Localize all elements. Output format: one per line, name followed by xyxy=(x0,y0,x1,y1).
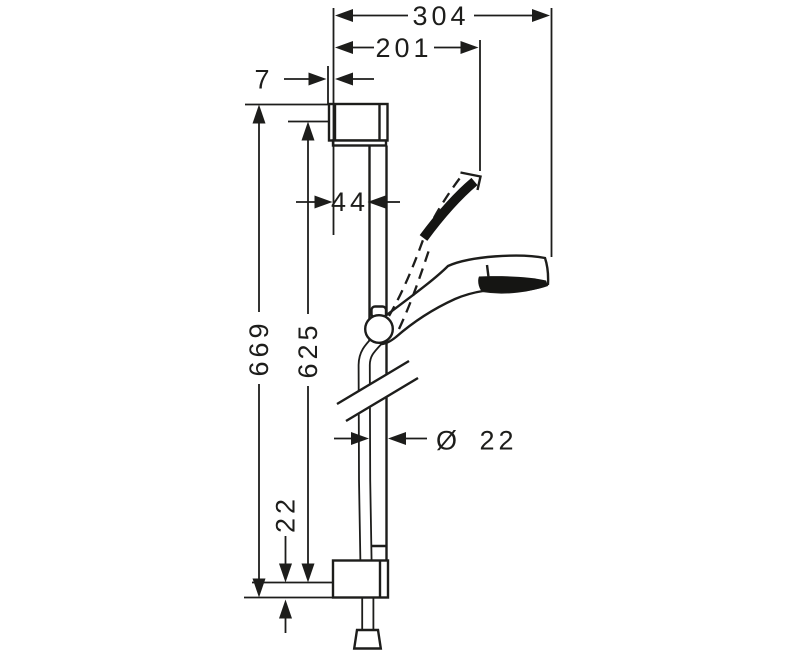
dim-label-7: 7 xyxy=(254,65,273,95)
holder-knob xyxy=(364,314,395,345)
hand-shower-holder xyxy=(364,305,395,345)
raised-spray-face xyxy=(419,177,478,241)
raised-outline-inner xyxy=(397,249,431,330)
dim-height-669: 669 xyxy=(244,104,274,598)
head-joint-line xyxy=(485,264,490,278)
dim-wall-distance-44: 44 xyxy=(296,187,400,217)
hand-shower-raised-dashed xyxy=(388,171,482,330)
top-wall-bracket xyxy=(327,102,389,147)
dimension-lines: 304 201 7 44 xyxy=(244,1,553,633)
dim-label-diameter-22: Ø 22 xyxy=(436,426,518,456)
break-lines xyxy=(336,359,420,423)
dim-bottom-offset-22: 22 xyxy=(271,495,301,633)
dim-hole-spacing-625: 625 xyxy=(293,121,323,583)
raised-head-top xyxy=(460,171,482,191)
dim-label-625: 625 xyxy=(293,321,323,378)
shower-hose xyxy=(357,335,383,563)
bottom-wall-bracket xyxy=(331,544,390,599)
dim-overall-width-304: 304 xyxy=(335,1,550,31)
bracket-flange xyxy=(331,139,388,147)
dim-label-304: 304 xyxy=(412,1,469,31)
dim-rail-diameter: Ø 22 xyxy=(334,426,518,456)
dim-label-669: 669 xyxy=(244,319,274,376)
dim-offset-7: 7 xyxy=(254,65,374,95)
dim-label-22: 22 xyxy=(271,495,301,533)
raised-outline-outer xyxy=(388,173,464,317)
hose-connector-nut xyxy=(352,628,383,650)
dim-label-201: 201 xyxy=(375,33,432,63)
extension-lines xyxy=(244,8,553,599)
spray-face xyxy=(478,276,548,293)
dim-upper-width-201: 201 xyxy=(335,33,479,63)
dim-label-44: 44 xyxy=(331,187,369,217)
hand-shower xyxy=(378,254,550,346)
hand-shower-body xyxy=(378,254,550,346)
